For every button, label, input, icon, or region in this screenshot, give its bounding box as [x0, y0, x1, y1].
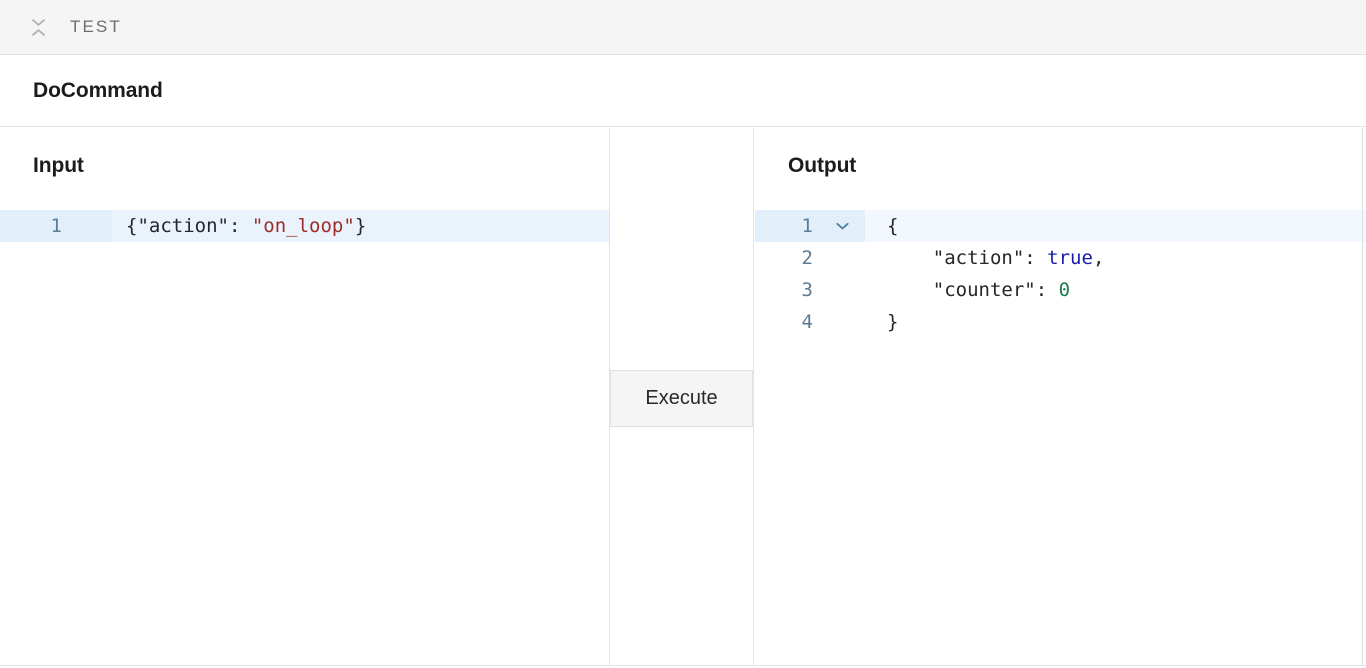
- execute-button[interactable]: Execute: [610, 370, 753, 427]
- code-token-punct: }: [887, 311, 899, 333]
- test-label: TEST: [70, 17, 122, 36]
- code-token-key: "action": [137, 215, 229, 237]
- collapse-chevrons-icon[interactable]: [27, 15, 49, 39]
- code-token-punct: ,: [1092, 247, 1105, 269]
- code-content: "counter": 0: [865, 274, 1366, 306]
- code-token-punct: :: [1024, 247, 1048, 269]
- input-heading: Input: [33, 154, 84, 177]
- chevron-down-icon[interactable]: [819, 210, 865, 242]
- input-code-editor[interactable]: 1{"action": "on_loop"}: [0, 210, 609, 242]
- vertical-scrollbar[interactable]: [1362, 128, 1363, 666]
- fold-placeholder: [819, 242, 865, 274]
- code-token-punct: [887, 247, 933, 269]
- line-number: 1: [0, 210, 112, 242]
- fold-placeholder: [819, 274, 865, 306]
- code-token-bool: true: [1047, 247, 1093, 269]
- command-title: DoCommand: [33, 78, 163, 102]
- code-token-punct: {: [126, 215, 138, 237]
- line-number: 4: [801, 311, 813, 333]
- output-code-line[interactable]: 3 "counter": 0: [755, 274, 1366, 306]
- output-pane: Output 1{2 "action": true,3 "counter": 0…: [755, 128, 1366, 666]
- bottom-divider: [0, 665, 1366, 666]
- input-pane: Input 1{"action": "on_loop"}: [0, 128, 609, 666]
- code-token-key: "action": [932, 247, 1025, 269]
- code-content: {"action": "on_loop"}: [112, 210, 609, 242]
- panes-container: Input 1{"action": "on_loop"} Execute Out…: [0, 128, 1366, 666]
- code-content: "action": true,: [865, 242, 1366, 274]
- test-bar: TEST: [0, 0, 1366, 55]
- command-header: DoCommand: [0, 55, 1366, 127]
- output-heading: Output: [788, 154, 857, 177]
- code-content: {: [865, 210, 1366, 242]
- code-token-punct: }: [354, 215, 367, 237]
- code-token-string: "on_loop": [251, 215, 355, 237]
- code-token-number: 0: [1058, 279, 1071, 301]
- code-content: }: [865, 306, 1366, 338]
- line-number: 3: [801, 279, 813, 301]
- output-code-line[interactable]: 4}: [755, 306, 1366, 338]
- line-number: 1: [755, 210, 819, 242]
- code-token-punct: :: [228, 215, 252, 237]
- code-token-punct: {: [887, 215, 899, 237]
- code-token-punct: [887, 279, 933, 301]
- execute-pane: Execute: [609, 128, 754, 666]
- output-code-line[interactable]: 1{: [755, 210, 1366, 242]
- input-code-line[interactable]: 1{"action": "on_loop"}: [0, 210, 609, 242]
- output-code-line[interactable]: 2 "action": true,: [755, 242, 1366, 274]
- fold-placeholder: [819, 306, 865, 338]
- code-token-punct: :: [1035, 279, 1059, 301]
- code-token-key: "counter": [932, 279, 1036, 301]
- line-number: 2: [801, 247, 813, 269]
